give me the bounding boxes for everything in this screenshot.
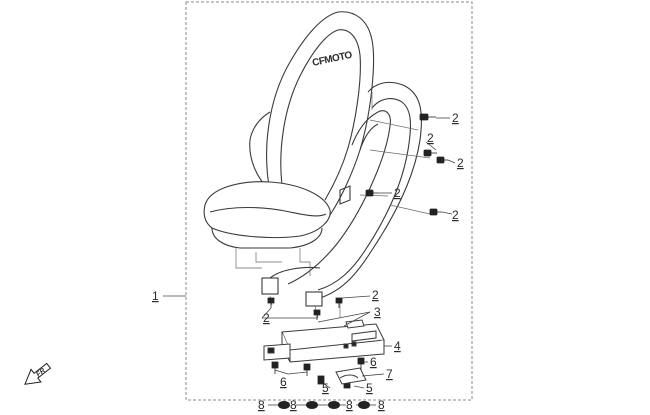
rail-tube-outer <box>319 81 423 299</box>
callout-3[interactable]: 3 <box>374 305 381 319</box>
screw-icon <box>271 361 279 374</box>
assembly-frame <box>185 1 473 401</box>
callout-7[interactable]: 7 <box>386 367 393 381</box>
callout-2[interactable]: 2 <box>427 131 434 145</box>
rail-tube-second-inner <box>359 123 379 151</box>
bolt-icon <box>429 208 442 216</box>
callout-1[interactable]: 1 <box>152 289 159 303</box>
callout-8[interactable]: 8 <box>346 398 353 412</box>
seat-illustration <box>203 11 375 249</box>
callout-8[interactable]: 8 <box>290 398 297 412</box>
bolt-icon <box>423 149 437 157</box>
leader-lines <box>163 117 456 406</box>
bolt-icon <box>313 309 321 320</box>
seat-backrest-bolster <box>280 29 361 201</box>
construction-lines <box>235 92 431 319</box>
callout-8[interactable]: 8 <box>258 398 265 412</box>
bolt-icon <box>436 156 448 164</box>
seat-backrest <box>266 11 375 216</box>
direction-badge: FR <box>35 367 47 378</box>
rail-bracket <box>339 185 351 205</box>
grommets <box>278 401 370 409</box>
callout-8[interactable]: 8 <box>378 398 385 412</box>
callout-6[interactable]: 6 <box>280 375 287 389</box>
rail-foot-right <box>305 291 323 307</box>
callout-2[interactable]: 2 <box>452 208 459 222</box>
seat-wing-left <box>249 111 271 191</box>
bolt-icon <box>335 297 343 308</box>
front-direction-arrow-icon: FR <box>24 362 52 385</box>
grommet-icon <box>328 401 340 409</box>
callout-2[interactable]: 2 <box>452 111 459 125</box>
grommet-icon <box>278 401 290 409</box>
bolt-icon <box>365 189 378 197</box>
callout-4[interactable]: 4 <box>394 339 401 353</box>
bolt-icon <box>419 113 436 121</box>
seat-cushion <box>203 181 331 239</box>
slider-bracket <box>263 319 385 363</box>
clip-icon <box>317 375 325 385</box>
screw-icon <box>303 363 311 376</box>
callout-5[interactable]: 5 <box>366 381 373 395</box>
callout-2-rail[interactable]: 2 <box>263 311 270 325</box>
grommet-icon <box>358 401 370 409</box>
callout-2[interactable]: 2 <box>372 288 379 302</box>
bolts <box>267 113 448 320</box>
grommet-icon <box>306 401 318 409</box>
clamp-part <box>335 367 367 385</box>
rail-foot-left <box>261 277 279 295</box>
bolt-icon <box>267 297 275 308</box>
callout-5[interactable]: 5 <box>322 381 329 395</box>
rail-tube-second-outer <box>287 110 391 285</box>
callout-2[interactable]: 2 <box>457 156 464 170</box>
lower-hardware <box>271 357 365 389</box>
callout-2[interactable]: 2 <box>394 186 401 200</box>
callout-6[interactable]: 6 <box>370 355 377 369</box>
seat-cushion-seam <box>209 206 327 217</box>
seat-cushion-front <box>211 227 323 249</box>
rail-foot-connector <box>269 266 321 279</box>
